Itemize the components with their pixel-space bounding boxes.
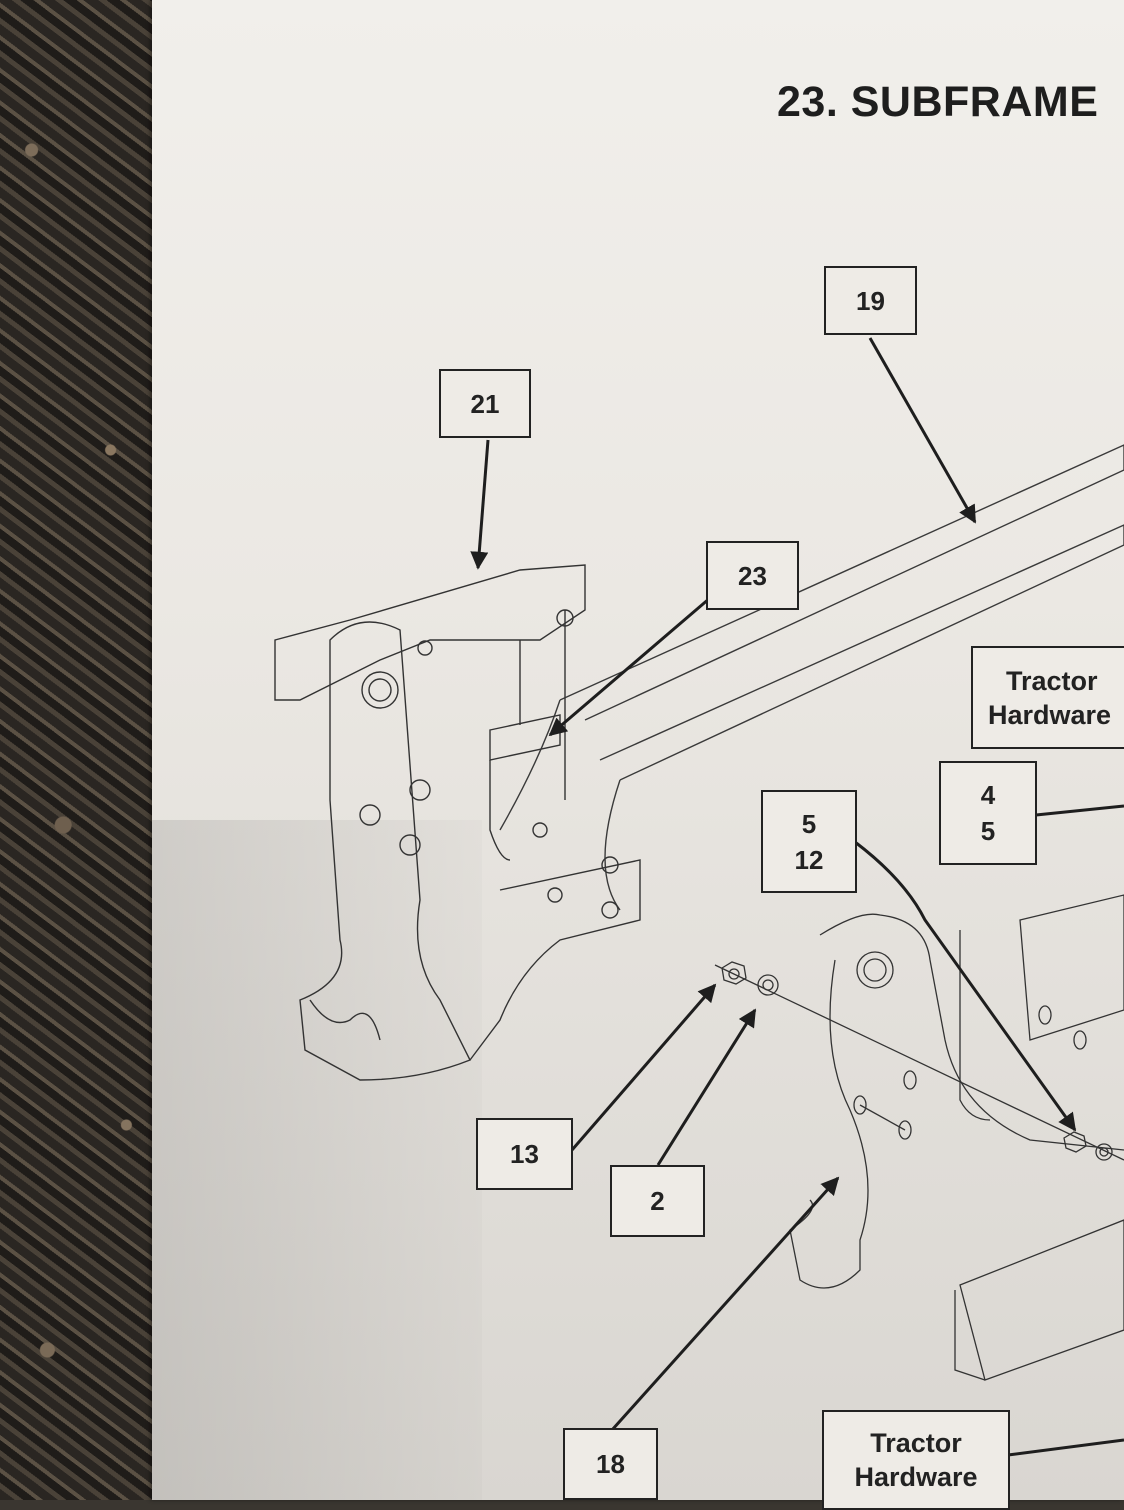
arrow-19 — [868, 337, 977, 524]
callout-4-5: 4 5 — [939, 761, 1037, 865]
callout-5-12: 5 12 — [761, 790, 857, 893]
arrow-2 — [656, 1008, 757, 1166]
callout-5-12-line1: 5 — [801, 808, 817, 839]
callout-2: 2 — [610, 1165, 705, 1237]
callout-13: 13 — [476, 1118, 573, 1190]
callout-tractor-hardware-top-line2: Hardware — [988, 699, 1112, 730]
page-title: 23. SUBFRAME — [777, 78, 1099, 126]
callout-tractor-hardware-top: Tractor Hardware — [971, 646, 1124, 749]
countertop-background — [0, 0, 158, 1500]
loose-hardware — [721, 961, 1113, 1161]
callout-21-label: 21 — [470, 388, 500, 419]
callout-tractor-hardware-top-line1: Tractor — [1006, 665, 1098, 696]
callout-13-label: 13 — [510, 1139, 539, 1169]
callout-tractor-hardware-bottom: Tractor Hardware — [822, 1410, 1010, 1510]
arrow-18 — [610, 1176, 840, 1432]
leader-tractor-hardware-bottom — [1007, 1438, 1124, 1457]
arrow-13 — [570, 983, 717, 1151]
callout-tractor-hardware-bottom-line2: Hardware — [854, 1462, 978, 1492]
callout-19-label: 19 — [856, 285, 885, 316]
subframe-rail — [499, 444, 1124, 911]
arrow-23 — [548, 596, 711, 737]
leader-arrows — [470, 337, 1124, 1457]
callout-4-5-line1: 4 — [980, 780, 996, 810]
document-page — [152, 0, 1124, 1500]
callout-4-5-line2: 5 — [980, 816, 996, 846]
callout-2-label: 2 — [650, 1186, 665, 1216]
callout-21: 21 — [439, 369, 531, 438]
leader-4-5 — [1035, 804, 1124, 817]
left-bracket — [274, 564, 641, 1081]
right-bracket — [714, 894, 1124, 1381]
callout-18: 18 — [563, 1428, 658, 1500]
arrow-5-12 — [854, 840, 1077, 1132]
arrow-21 — [470, 439, 490, 570]
callout-18-label: 18 — [596, 1449, 625, 1479]
callout-23: 23 — [706, 541, 799, 610]
callout-5-12-line2: 12 — [794, 844, 824, 875]
callout-23-label: 23 — [738, 560, 767, 591]
callout-19: 19 — [824, 266, 917, 335]
callout-tractor-hardware-bottom-line1: Tractor — [870, 1428, 962, 1458]
